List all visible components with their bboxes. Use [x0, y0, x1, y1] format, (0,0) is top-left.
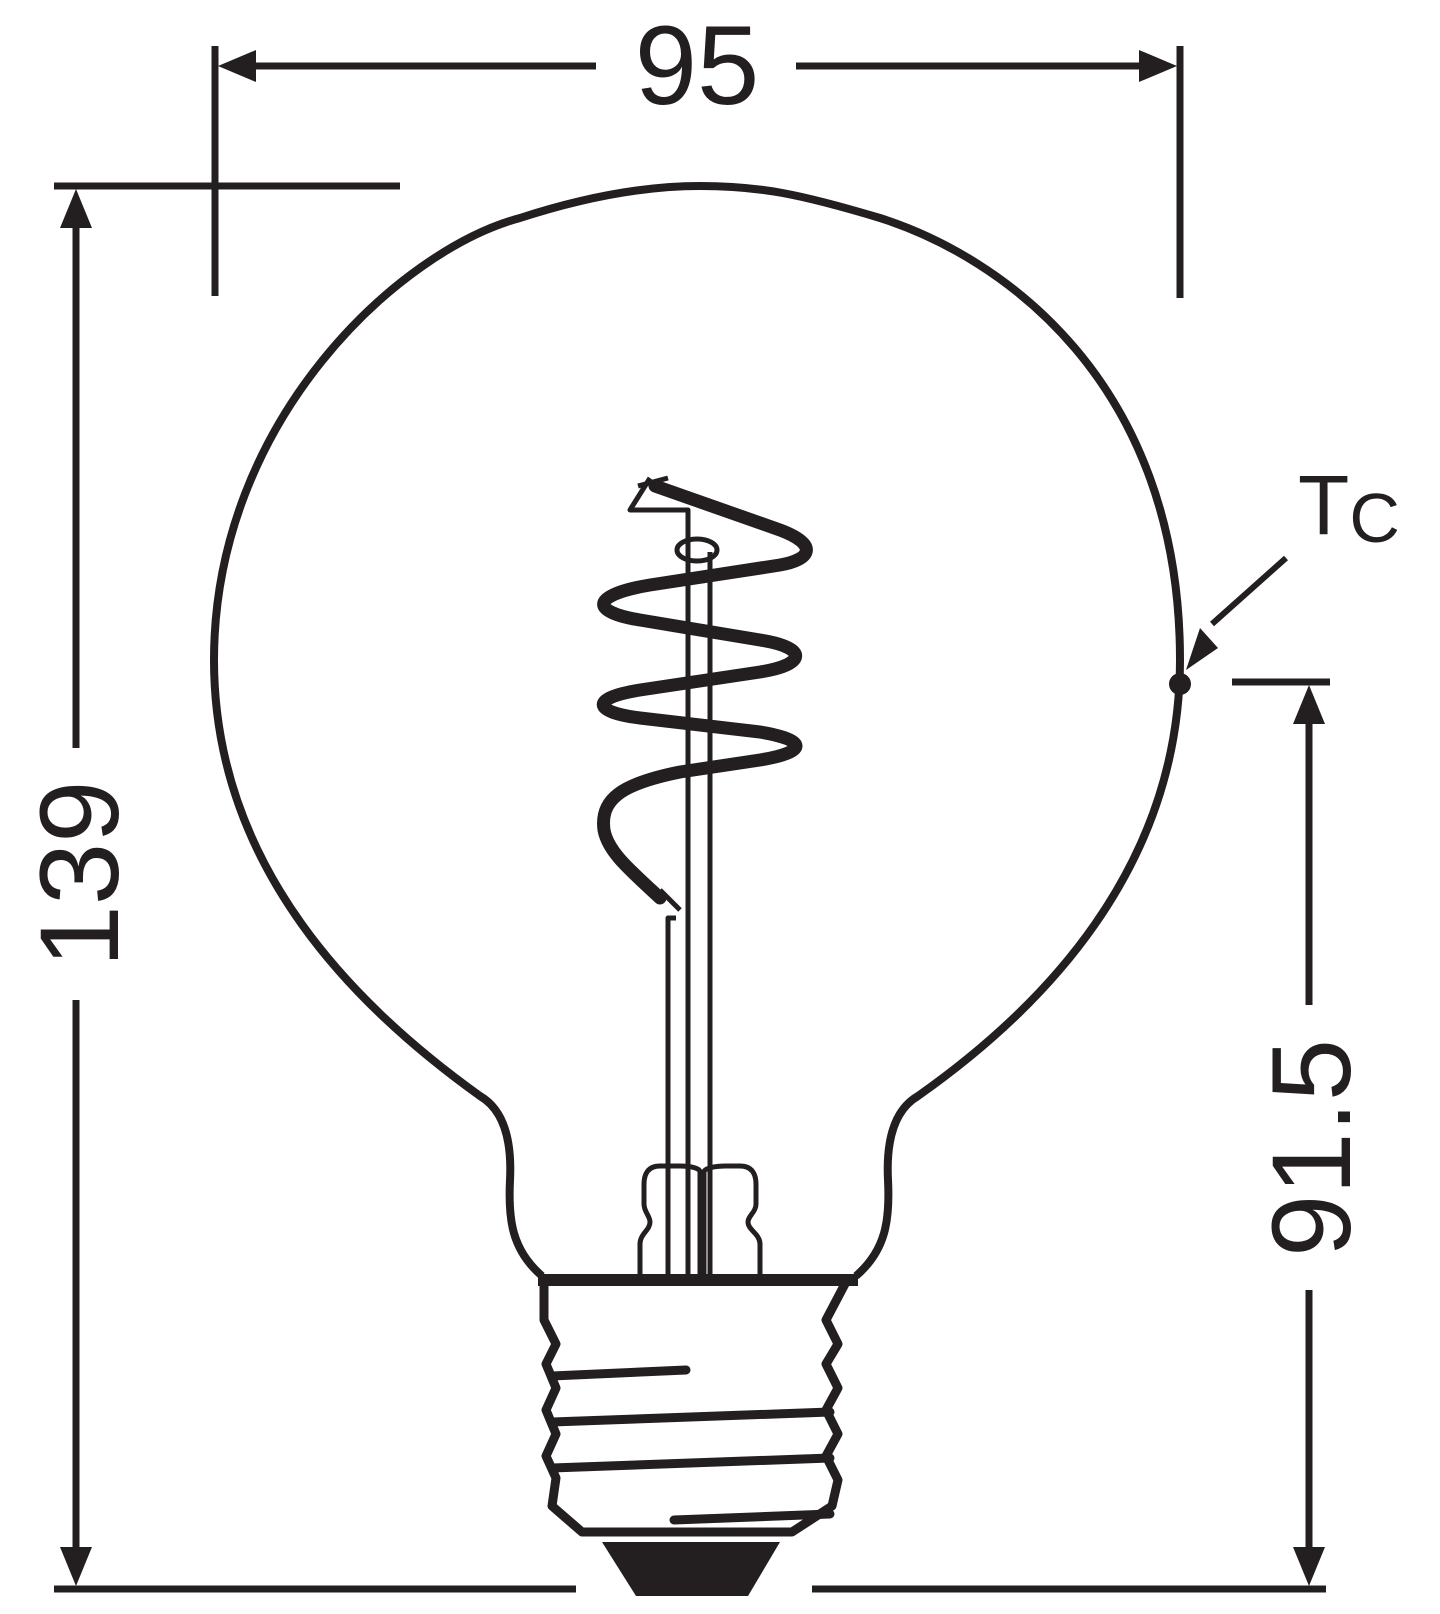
arrowhead-right-icon: [1139, 50, 1177, 82]
filament-top-clip: [637, 475, 669, 489]
thread-line-4: [669, 1509, 835, 1525]
arrowhead-up-icon: [1293, 685, 1325, 724]
base-shell-outline: [539, 1279, 850, 1537]
thread-line-1: [547, 1365, 691, 1381]
thread-line-2: [547, 1407, 835, 1427]
tc-arrowhead-icon: [1186, 628, 1218, 670]
thread-line-3: [547, 1453, 835, 1473]
filament-hook-wire: [627, 476, 691, 548]
lead-wire-left: [665, 915, 676, 1276]
tc-pointer: [1169, 555, 1288, 695]
globe-bulb-outline: [210, 182, 1184, 1280]
spiral-filament: [596, 479, 813, 905]
tc-height-dimension: [1232, 678, 1330, 1586]
stem-press-left: [637, 1163, 703, 1276]
tc-leader-line: [1210, 555, 1288, 627]
filament-stem: [627, 476, 763, 1276]
tc-label-main: T: [1298, 458, 1349, 552]
support-loop: [674, 536, 720, 564]
screw-base: [538, 1274, 858, 1596]
tc-label: TC: [1298, 458, 1400, 557]
arrowhead-down-icon: [60, 1547, 92, 1586]
arrowhead-down-icon: [1293, 1547, 1325, 1586]
length-dimension: [60, 189, 92, 1586]
length-dimension-label: 139: [17, 781, 142, 968]
base-contact-tip: [602, 1542, 780, 1596]
tc-height-dimension-label: 91.5: [1249, 1039, 1374, 1257]
width-dimension: [211, 46, 1184, 298]
arrowhead-left-icon: [218, 50, 256, 82]
stem-press-right: [701, 1163, 763, 1276]
tc-label-subscript: C: [1349, 479, 1400, 557]
width-dimension-label: 95: [635, 3, 760, 128]
arrowhead-up-icon: [60, 189, 92, 228]
filament-bottom-clip: [658, 888, 682, 912]
